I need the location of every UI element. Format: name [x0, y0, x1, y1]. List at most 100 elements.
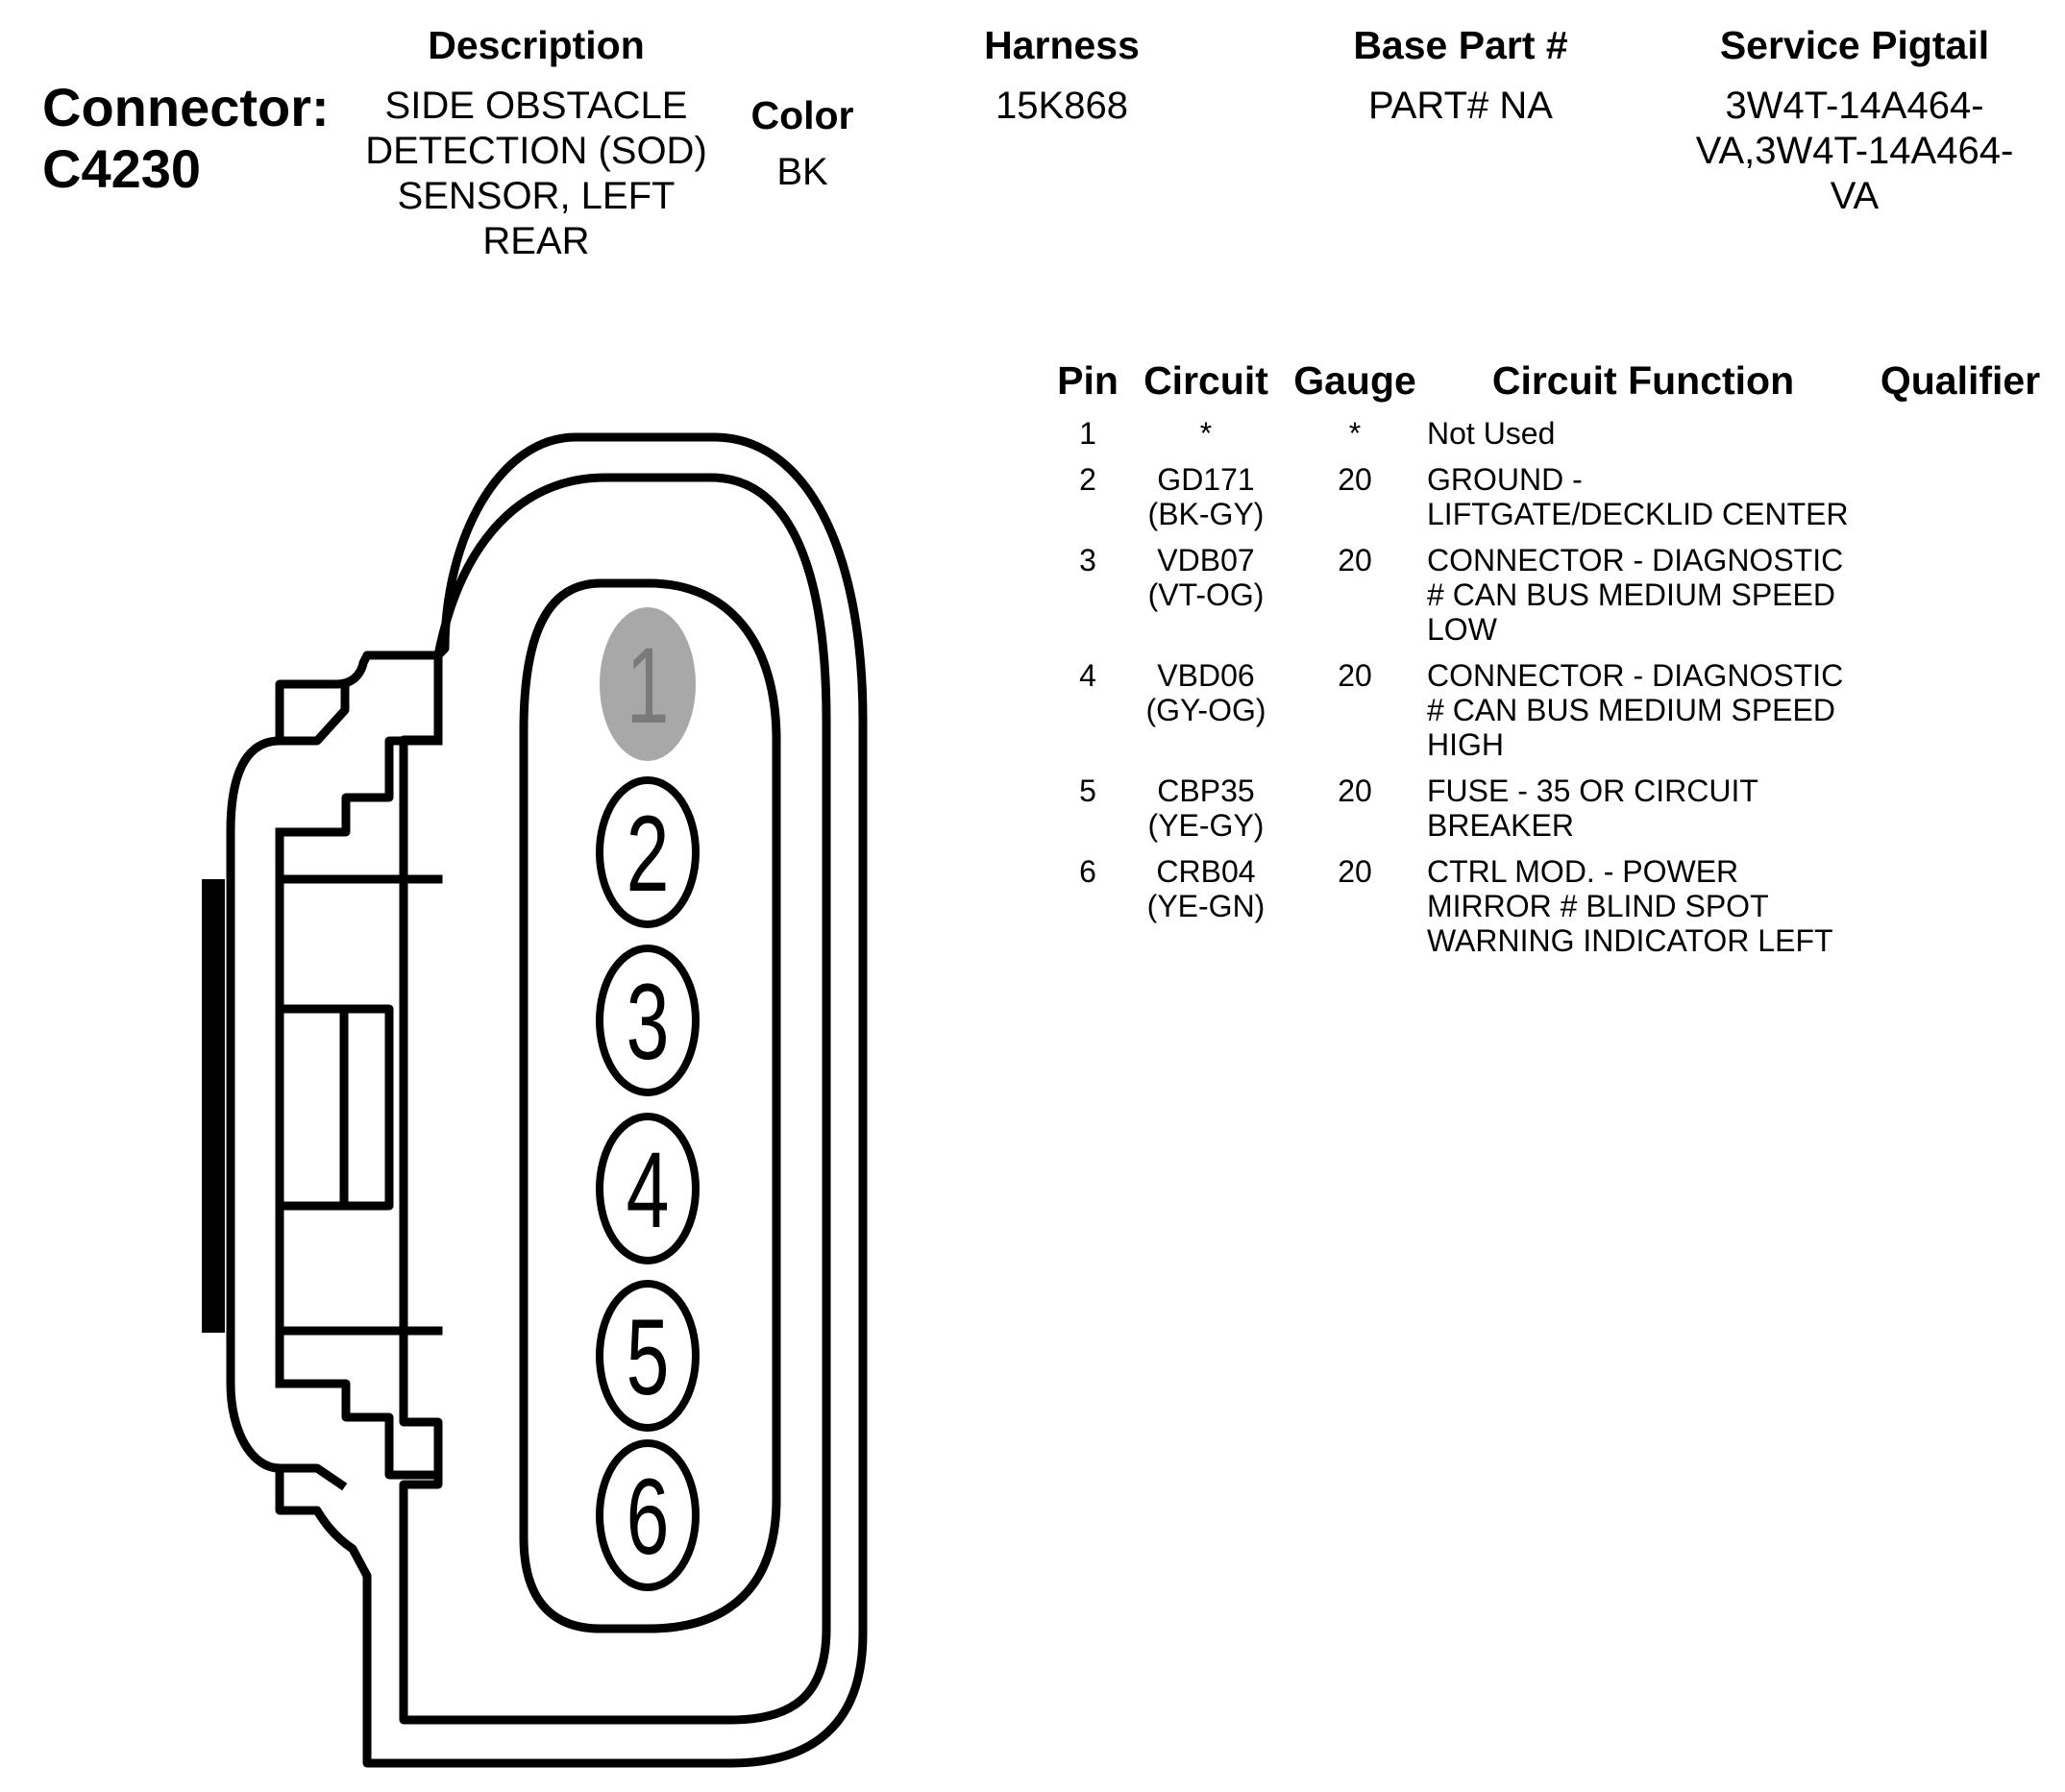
- gauge-cell: 20: [1307, 462, 1403, 497]
- pin-5-outline: [596, 1280, 700, 1432]
- circuit-cell: GD171(BK-GY): [1124, 462, 1288, 531]
- circuit-function-cell-line: HIGH: [1427, 727, 1504, 762]
- pin-3: 3: [596, 945, 700, 1096]
- circuit-cell-line: GD171: [1157, 462, 1255, 497]
- connector-housing: [226, 432, 868, 1768]
- circuit-cell-line: (YE-GY): [1147, 808, 1265, 843]
- connector-id: C4230: [42, 138, 202, 199]
- harness-label: Harness: [984, 23, 1140, 67]
- circuit-function-cell-line: Not Used: [1427, 416, 1556, 451]
- circuit-cell-line: VDB07: [1157, 543, 1255, 577]
- pin-5: 5: [596, 1280, 700, 1432]
- circuit-function-cell-line: LOW: [1427, 612, 1497, 647]
- gauge-cell: 20: [1307, 543, 1403, 577]
- circuit-function-cell-line: GROUND -: [1427, 462, 1583, 497]
- circuit-function-cell: CONNECTOR - DIAGNOSTIC# CAN BUS MEDIUM S…: [1427, 543, 1869, 647]
- circuit-function-cell: GROUND -LIFTGATE/DECKLID CENTER: [1427, 462, 1869, 531]
- gauge-cell-line: 20: [1338, 854, 1372, 889]
- circuit-cell-line: CBP35: [1157, 773, 1255, 808]
- circuit-function-cell-line: CONNECTOR - DIAGNOSTIC: [1427, 658, 1844, 693]
- circuit-function-cell: Not Used: [1427, 416, 1869, 451]
- gauge-cell-line: *: [1348, 416, 1362, 451]
- pin-number-cell: 1: [1054, 416, 1121, 451]
- circuit-cell-line: CRB04: [1156, 854, 1256, 889]
- column-header-gauge: Gauge: [1293, 358, 1416, 403]
- service-pigtail-line: 3W4T-14A464-: [1725, 85, 1984, 127]
- pin-1-label: 1: [627, 626, 670, 746]
- circuit-function-cell-line: MIRROR # BLIND SPOT: [1427, 889, 1769, 923]
- circuit-cell: CBP35(YE-GY): [1124, 773, 1288, 843]
- service-pigtail-line: VA,3W4T-14A464-: [1695, 130, 2014, 172]
- description-label: Description: [428, 23, 645, 67]
- circuit-function-cell-line: BREAKER: [1427, 808, 1574, 843]
- column-header-circuit-function: Circuit Function: [1491, 358, 1795, 403]
- gauge-cell: 20: [1307, 854, 1403, 889]
- pins-group: 1 2 3 4 5 6: [596, 607, 700, 1591]
- pin-6-outline: [596, 1439, 700, 1591]
- pin-1-outline: [600, 607, 696, 761]
- base-part-value: PART# NA: [1368, 85, 1553, 127]
- gauge-cell-line: 20: [1338, 658, 1372, 693]
- service-pigtail-value: 3W4T-14A464-VA,3W4T-14A464-VA: [1653, 84, 2056, 219]
- pin-2-label: 2: [627, 794, 670, 914]
- service-pigtail-label: Service Pigtail: [1719, 23, 1990, 67]
- gauge-cell: 20: [1307, 773, 1403, 808]
- pin-number-cell: 3: [1054, 543, 1121, 577]
- gauge-cell-line: 20: [1338, 462, 1372, 497]
- pin-2-outline: [596, 776, 700, 928]
- pin-number-cell: 2: [1054, 462, 1121, 497]
- color-label: Color: [750, 93, 854, 137]
- pin-number-cell-line: 2: [1079, 462, 1096, 497]
- color-value: BK: [776, 151, 828, 193]
- pin-1: 1: [600, 607, 696, 761]
- connector-title: Connector: C4230: [42, 77, 330, 200]
- circuit-cell-line: (GY-OG): [1145, 693, 1266, 727]
- circuit-function-cell: CONNECTOR - DIAGNOSTIC# CAN BUS MEDIUM S…: [1427, 658, 1869, 762]
- pin-3-outline: [596, 945, 700, 1096]
- pin-number-cell-line: 4: [1079, 658, 1096, 693]
- gauge-cell-line: 20: [1338, 773, 1372, 808]
- pin-6-label: 6: [627, 1457, 670, 1577]
- description-line: SIDE OBSTACLE: [384, 85, 688, 127]
- pin-3-label: 3: [627, 962, 670, 1082]
- base-part-label: Base Part #: [1353, 23, 1568, 67]
- column-header-pin: Pin: [1057, 358, 1119, 403]
- circuit-cell-line: (YE-GN): [1146, 889, 1266, 923]
- description-line: DETECTION (SOD): [365, 130, 707, 172]
- circuit-cell-line: (VT-OG): [1147, 577, 1265, 612]
- pin-number-cell-line: 5: [1079, 773, 1096, 808]
- pin-4: 4: [596, 1113, 700, 1264]
- circuit-cell-line: (BK-GY): [1147, 497, 1265, 531]
- circuit-cell: VBD06(GY-OG): [1124, 658, 1288, 727]
- gauge-cell-line: 20: [1338, 543, 1372, 577]
- pin-number-cell-line: 6: [1079, 854, 1096, 889]
- circuit-function-cell-line: LIFTGATE/DECKLID CENTER: [1427, 497, 1849, 531]
- pin-2: 2: [596, 776, 700, 928]
- circuit-function-cell-line: FUSE - 35 OR CIRCUIT: [1427, 773, 1758, 808]
- harness-value: 15K868: [996, 85, 1128, 127]
- connector-label: Connector:: [42, 77, 330, 137]
- pin-4-label: 4: [627, 1130, 670, 1250]
- pin-6: 6: [596, 1439, 700, 1591]
- circuit-function-cell-line: # CAN BUS MEDIUM SPEED: [1427, 577, 1835, 612]
- pin-number-cell-line: 1: [1079, 416, 1096, 451]
- circuit-function-cell-line: CONNECTOR - DIAGNOSTIC: [1427, 543, 1844, 577]
- gauge-cell: *: [1307, 416, 1403, 451]
- circuit-cell: VDB07(VT-OG): [1124, 543, 1288, 612]
- description-line: SENSOR, LEFT: [397, 175, 676, 217]
- pin-number-cell: 4: [1054, 658, 1121, 693]
- service-pigtail-line: VA: [1830, 175, 1880, 217]
- circuit-cell-line: *: [1199, 416, 1213, 451]
- description-line: REAR: [482, 220, 590, 262]
- pin-number-cell: 5: [1054, 773, 1121, 808]
- pin-4-outline: [596, 1113, 700, 1264]
- circuit-cell-line: VBD06: [1157, 658, 1255, 693]
- column-header-qualifier: Qualifier: [1880, 358, 2041, 403]
- circuit-function-cell-line: # CAN BUS MEDIUM SPEED: [1427, 693, 1835, 727]
- gauge-cell: 20: [1307, 658, 1403, 693]
- circuit-cell: CRB04(YE-GN): [1124, 854, 1288, 923]
